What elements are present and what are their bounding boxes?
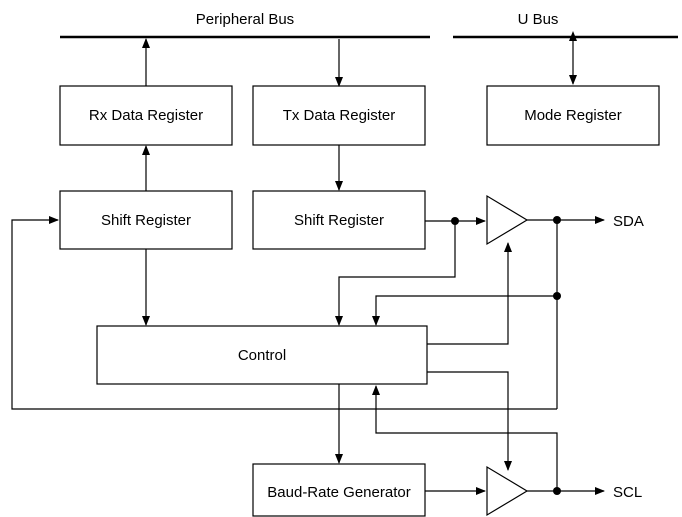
control-label: Control (238, 347, 286, 364)
rx-data-register-label: Rx Data Register (89, 107, 203, 124)
tx-data-register-label: Tx Data Register (283, 107, 396, 124)
sda-to-rx-shift-arrow (11, 216, 557, 410)
baud-rate-generator-label: Baud-Rate Generator (267, 484, 410, 501)
mode-register-label: Mode Register (524, 107, 622, 124)
peripheral-bus-label: Peripheral Bus (196, 11, 294, 28)
control-block (96, 325, 428, 385)
sda-to-control-arrow (372, 295, 557, 326)
mode-register-block (486, 85, 660, 146)
sda-buffer (486, 194, 529, 246)
baud-rate-generator-block (252, 463, 426, 517)
control-to-scl-buffer-enable-arrow (427, 371, 512, 471)
rx-shift-register-label: Shift Register (101, 212, 191, 229)
sda-label: SDA (613, 213, 644, 230)
tx-shift-to-control-arrow (335, 221, 456, 326)
u-bus-label: U Bus (518, 11, 559, 28)
rx-data-register-block (59, 85, 233, 146)
control-to-sda-buffer-enable-arrow (427, 242, 512, 345)
tx-shift-register-label: Shift Register (294, 212, 384, 229)
rx-shift-register-block (59, 190, 233, 250)
scl-to-control-arrow (372, 385, 558, 491)
scl-label: SCL (613, 484, 642, 501)
tx-shift-register-block (252, 190, 426, 250)
scl-buffer (486, 465, 529, 517)
